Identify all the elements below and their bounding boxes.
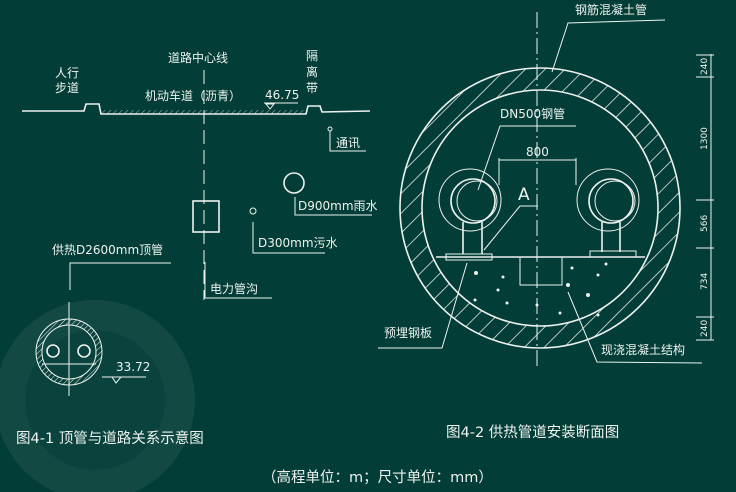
sewer-label: D300mm污水 <box>258 236 338 250</box>
dim-566: 566 <box>700 215 710 232</box>
fig2-caption: 图4-2 供热管道安装断面图 <box>446 424 619 441</box>
vertical-dimensions: 240 1300 566 734 240 <box>696 54 714 341</box>
detail-marker: A <box>518 185 530 205</box>
median-label-2: 离 <box>306 64 318 79</box>
elevation-marker-icon <box>111 376 123 384</box>
median-label-3: 带 <box>306 81 318 95</box>
elevation-marker-icon <box>264 103 276 110</box>
telecom-label: 通讯 <box>336 136 360 150</box>
storm-label: D900mm雨水 <box>298 199 378 213</box>
sidewalk-label: 人行 <box>55 66 79 80</box>
center-channel <box>519 256 563 286</box>
median-label-1: 隔 <box>306 49 318 63</box>
roadway-label: 机动车道（沥青） <box>145 88 241 103</box>
sewer-pipe <box>249 207 257 215</box>
watermark <box>0 300 195 492</box>
cast-concrete-label: 现浇混凝土结构 <box>601 342 685 357</box>
power-label: 电力管沟 <box>210 281 258 296</box>
sidewalk-label-2: 步道 <box>55 81 79 95</box>
power-duct <box>192 200 220 233</box>
embedded-plate-label: 预埋钢板 <box>384 326 432 340</box>
heating-pipe-section <box>35 302 103 396</box>
left-steel-pipe <box>438 168 502 261</box>
figure-4-2: 钢筋混凝土管 DN500钢管 800 A 预埋钢板 现浇混凝土结构 240 13… <box>378 2 714 441</box>
concrete-pipe-label: 钢筋混凝土管 <box>575 2 647 17</box>
dim-240-top: 240 <box>700 58 710 75</box>
concrete-aggregate <box>473 262 608 317</box>
centerline-label: 道路中心线 <box>168 50 228 65</box>
road-elevation: 46.75 <box>265 88 299 102</box>
dim-734: 734 <box>700 273 710 290</box>
dim-1300: 1300 <box>700 127 710 150</box>
steel-pipe-label: DN500钢管 <box>500 106 565 121</box>
right-steel-pipe <box>576 168 640 258</box>
fig1-caption: 图4-1 顶管与道路关系示意图 <box>16 429 204 447</box>
figure-4-1: 道路中心线 人行 步道 隔 离 带 机动车道（沥青） 46.75 通讯 D900… <box>16 49 378 447</box>
pipe-elevation: 33.72 <box>116 360 150 374</box>
heating-label: 供热D2600mm顶管 <box>52 242 163 257</box>
units-note: （高程单位：m；尺寸单位：mm） <box>262 469 493 486</box>
storm-pipe <box>283 172 305 194</box>
dim-240-bottom: 240 <box>700 320 710 337</box>
concrete-pipe-wall <box>400 68 680 348</box>
spacing-dimension: 800 <box>526 145 549 159</box>
